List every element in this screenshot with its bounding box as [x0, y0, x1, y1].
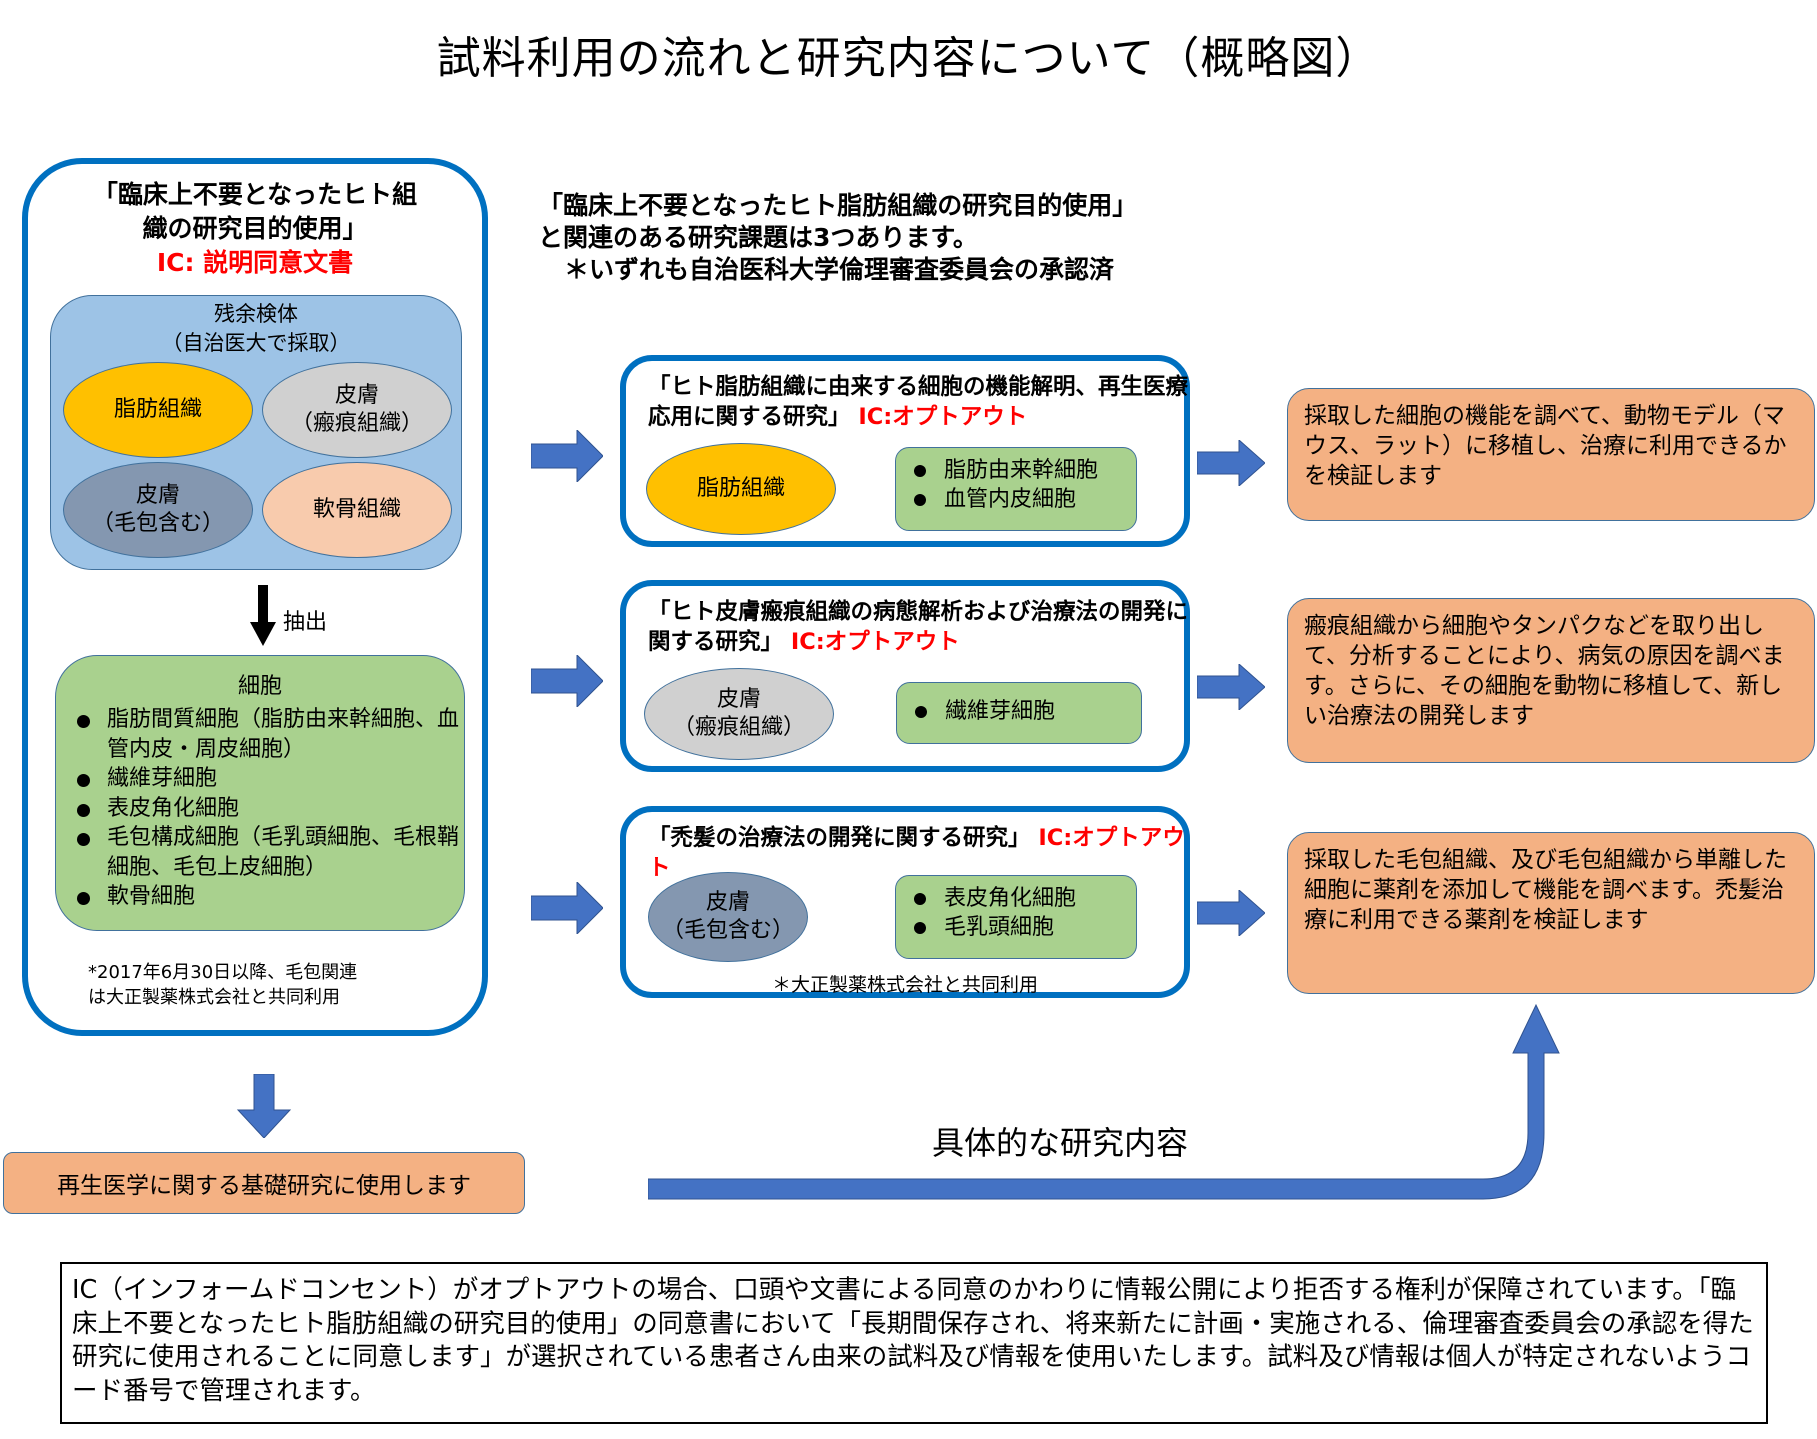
study-title-text: 「禿髪の治療法の開発に関する研究」	[648, 825, 1031, 851]
tissue-sublabel: （瘢痕組織）	[290, 411, 423, 436]
overview-line3: ＊いずれも自治医科大学倫理審査委員会の承認済	[564, 255, 1115, 284]
study-cell-item: 繊維芽細胞	[915, 697, 1141, 726]
study-title: 「ヒト脂肪組織に由来する細胞の機能解明、再生医療応用に関する研究」 IC:オプト…	[648, 372, 1188, 432]
right-arrow-icon	[1197, 890, 1265, 936]
cell-item: 表皮角化細胞	[75, 794, 465, 824]
study-ic-label: IC:オプトアウト	[790, 629, 960, 655]
study-tissue-label: 皮膚	[716, 687, 761, 712]
study-cell-item: 毛乳頭細胞	[914, 913, 1136, 942]
right-arrow-icon	[531, 655, 603, 707]
extract-label: 抽出	[283, 610, 328, 635]
tissue-ellipse-adipose: 脂肪組織	[63, 362, 253, 458]
extract-arrow-icon	[258, 585, 268, 627]
right-arrow-icon	[1197, 664, 1265, 710]
left-panel-heading: 「臨床上不要となったヒト組 織の研究目的使用」 IC: 説明同意文書	[22, 178, 488, 280]
page-title: 試料利用の流れと研究内容について（概略図）	[436, 33, 1381, 84]
left-footnote-line2: は大正製薬株式会社と共同利用	[88, 987, 340, 1008]
extract-arrow-head-icon	[250, 622, 276, 646]
study-ic-label: IC:オプトアウト	[858, 404, 1028, 430]
residual-title-line2: （自治医大で採取）	[161, 331, 351, 355]
study-overview-header: 「臨床上不要となったヒト脂肪組織の研究目的使用」 と関連のある研究課題は3つあり…	[538, 190, 1218, 286]
cell-item: 毛包構成細胞（毛乳頭細胞、毛根鞘細胞、毛包上皮細胞）	[75, 823, 465, 882]
overview-line1: 「臨床上不要となったヒト脂肪組織の研究目的使用」	[538, 191, 1138, 220]
cells-box	[55, 655, 465, 931]
study-cells-chip: 脂肪由来幹細胞 血管内皮細胞	[895, 447, 1137, 531]
tissue-ellipse-skin-hair: 皮膚 （毛包含む）	[63, 462, 253, 558]
right-arrow-icon	[1197, 440, 1265, 486]
study-tissue-sublabel: （瘢痕組織）	[672, 715, 805, 740]
left-ic-label: IC: 説明同意文書	[156, 248, 354, 277]
study-tissue-label: 皮膚	[705, 890, 750, 915]
study-cell-item: 血管内皮細胞	[914, 485, 1136, 514]
study-ic-label: IC:オプトアウト	[648, 825, 1185, 881]
tissue-sublabel: （毛包含む）	[91, 511, 224, 536]
study-tissue-sublabel: （毛包含む）	[661, 918, 794, 943]
residual-specimen-title: 残余検体 （自治医大で採取）	[50, 300, 462, 358]
study-title: 「ヒト皮膚瘢痕組織の病態解析および治療法の開発に関する研究」 IC:オプトアウト	[648, 597, 1188, 657]
left-heading-line2: 織の研究目的使用」	[142, 214, 368, 243]
tissue-label: 脂肪組織	[113, 397, 202, 422]
study-tissue-ellipse: 脂肪組織	[646, 443, 836, 535]
study-tissue-label: 脂肪組織	[696, 476, 785, 501]
tissue-label: 皮膚	[334, 383, 379, 408]
result-box-hair: 採取した毛包組織、及び毛包組織から単離した細胞に薬剤を添加して機能を調べます。禿…	[1287, 832, 1815, 994]
ic-explanation-note: IC（インフォームドコンセント）がオプトアウトの場合、口頭や文書による同意のかわ…	[60, 1262, 1768, 1424]
result-box-scar: 瘢痕組織から細胞やタンパクなどを取り出して、分析することにより、病気の原因を調べ…	[1287, 598, 1815, 763]
cells-title: 細胞	[237, 674, 282, 699]
study-cells-chip: 表皮角化細胞 毛乳頭細胞	[895, 875, 1137, 959]
curved-up-arrow-icon	[648, 1003, 1578, 1203]
cell-item: 脂肪間質細胞（脂肪由来幹細胞、血管内皮・周皮細胞）	[75, 705, 465, 764]
study-cell-item: 脂肪由来幹細胞	[914, 456, 1136, 485]
study-tissue-ellipse: 皮膚 （毛包含む）	[648, 872, 808, 962]
down-arrow-icon	[236, 1074, 292, 1138]
left-heading-line1: 「臨床上不要となったヒト組	[92, 180, 418, 209]
study-title-text: 「ヒト脂肪組織に由来する細胞の機能解明、再生医療応用に関する研究」	[648, 374, 1189, 430]
overview-line2: と関連のある研究課題は3つあります。	[538, 223, 978, 252]
concrete-research-label: 具体的な研究内容	[931, 1124, 1188, 1162]
residual-title-line1: 残余検体	[214, 302, 298, 326]
tissue-label: 皮膚	[135, 483, 180, 508]
study-cells-chip: 繊維芽細胞	[896, 682, 1142, 744]
left-footnote: *2017年6月30日以降、毛包関連 は大正製薬株式会社と共同利用	[88, 960, 478, 1010]
study-footnote: ＊大正製薬株式会社と共同利用	[771, 974, 1038, 996]
basic-research-box: 再生医学に関する基礎研究に使用します	[3, 1152, 525, 1214]
left-footnote-line1: *2017年6月30日以降、毛包関連	[88, 962, 358, 983]
tissue-ellipse-skin-scar: 皮膚 （瘢痕組織）	[262, 362, 452, 458]
study-title-text: 「ヒト皮膚瘢痕組織の病態解析および治療法の開発に関する研究」	[648, 599, 1189, 655]
cell-item: 繊維芽細胞	[75, 764, 465, 794]
study-tissue-ellipse: 皮膚 （瘢痕組織）	[644, 668, 834, 760]
tissue-ellipse-cartilage: 軟骨組織	[262, 462, 452, 558]
study-title: 「禿髪の治療法の開発に関する研究」 IC:オプトアウト	[648, 823, 1188, 883]
right-arrow-icon	[531, 430, 603, 482]
study-cell-item: 表皮角化細胞	[914, 884, 1136, 913]
right-arrow-icon	[531, 882, 603, 934]
tissue-label: 軟骨組織	[312, 497, 401, 522]
cell-item: 軟骨細胞	[75, 882, 465, 912]
result-box-adipose: 採取した細胞の機能を調べて、動物モデル（マウス、ラット）に移植し、治療に利用でき…	[1287, 388, 1815, 521]
cells-list: 脂肪間質細胞（脂肪由来幹細胞、血管内皮・周皮細胞） 繊維芽細胞 表皮角化細胞 毛…	[75, 705, 465, 912]
